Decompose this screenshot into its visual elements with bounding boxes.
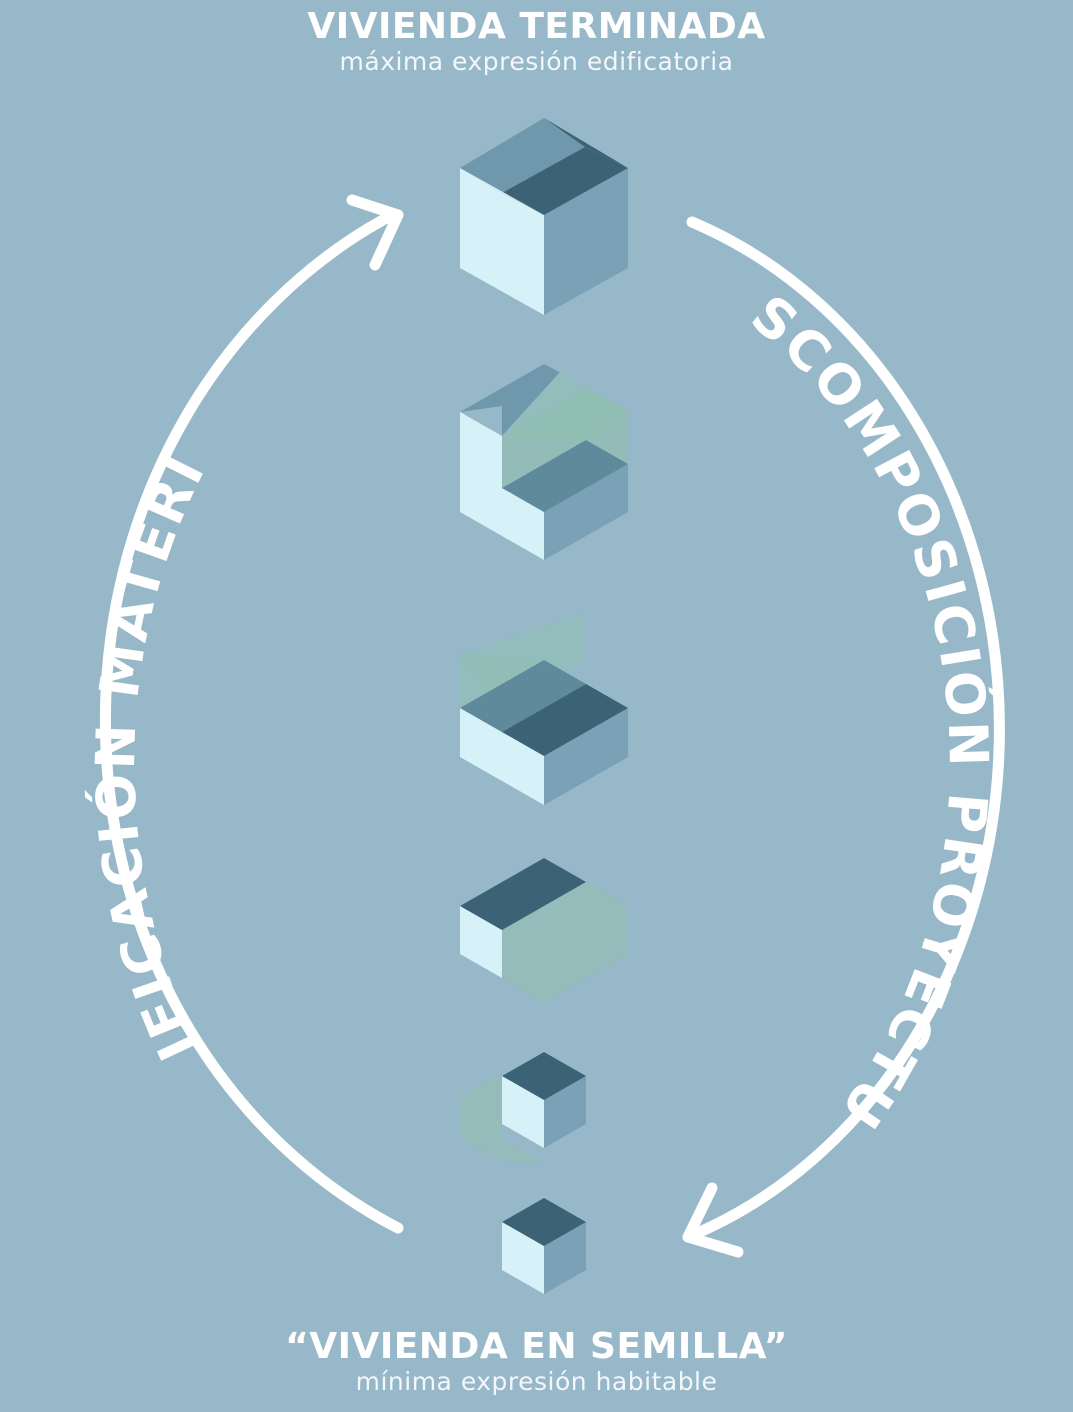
stage-small-cube-with-ghost — [460, 1052, 586, 1163]
left-arrowhead-icon — [346, 194, 404, 271]
right-arrowhead-icon — [682, 1182, 744, 1258]
top-subtitle: máxima expresión edificatoria — [339, 47, 734, 76]
stage-seed-cube — [502, 1198, 586, 1294]
stage-half-volume-with-ghost — [460, 858, 628, 1002]
bottom-header: “VIVIENDA EN SEMILLA” mínima expresión h… — [0, 1326, 1073, 1396]
left-arc-label: EDIFICACIÓN MATERIAL — [0, 0, 218, 1070]
top-header: VIVIENDA TERMINADA máxima expresión edif… — [0, 6, 1073, 76]
bottom-title: “VIVIENDA EN SEMILLA” — [285, 1326, 788, 1367]
left-cycle-arrow — [99, 209, 404, 1234]
stage-full-house — [460, 118, 628, 315]
stage-house-minus-upper-front — [460, 364, 628, 560]
top-title: VIVIENDA TERMINADA — [307, 6, 766, 47]
bottom-subtitle: mínima expresión habitable — [355, 1367, 718, 1396]
right-cycle-arrow — [682, 216, 1005, 1243]
stage-lower-volume-with-ghost — [460, 612, 628, 805]
